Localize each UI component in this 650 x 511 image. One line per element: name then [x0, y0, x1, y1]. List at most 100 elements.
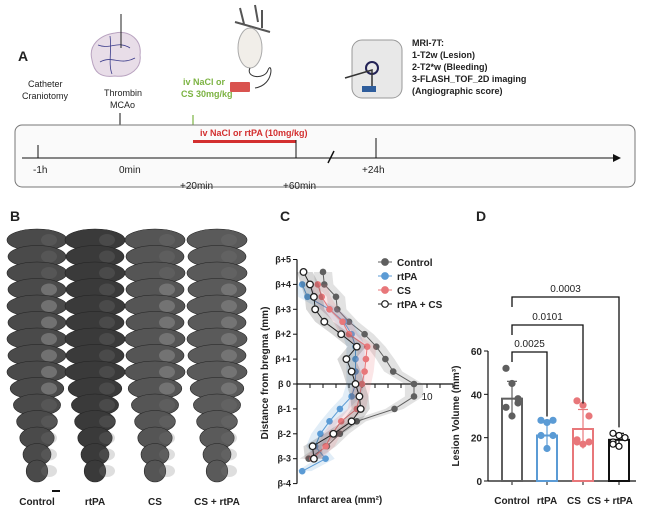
c-data-point [362, 355, 370, 363]
panel-b-brain-slices: B Control rtPA CS CS + rtPA [6, 208, 248, 508]
scale-bar [52, 490, 60, 492]
lesion-region [41, 432, 57, 444]
catheter-label-2: Craniotomy [22, 91, 69, 101]
c-data-point [326, 418, 333, 425]
lesion-region [99, 283, 115, 296]
lesion-region [99, 448, 115, 461]
d-data-point [621, 434, 629, 442]
time-60min: +60min [283, 181, 316, 192]
thrombin-label-2: MCAo [110, 100, 135, 110]
brain-slice [25, 459, 49, 483]
c-data-point [352, 355, 359, 363]
c-data-point [337, 330, 346, 339]
lesion-region [99, 415, 115, 428]
lesion-region [221, 432, 237, 444]
lesion-region [221, 399, 237, 411]
d-significance-bracket [511, 296, 620, 428]
c-data-point [391, 405, 398, 413]
lesion-region [99, 300, 115, 312]
lesion-region [99, 465, 115, 477]
d-y-tick-label: 20 [471, 434, 483, 445]
c-y-tick-label: β+5 [275, 255, 291, 265]
c-y-tick-label: β-4 [278, 479, 292, 489]
lesion-region [41, 366, 57, 378]
c-data-point [318, 293, 326, 301]
c-data-point [320, 317, 329, 326]
c-data-point [410, 393, 418, 400]
c-x-tick-label: 10 [421, 392, 433, 403]
c-y-tick-label: β+3 [275, 304, 291, 314]
c-data-point [336, 430, 344, 438]
lesion-region [221, 250, 237, 263]
lesion-region [221, 267, 237, 279]
panel-c-infarct-profile: C Distance from bregma (mm) Infarct area… [260, 208, 454, 506]
d-p-value: 0.0025 [514, 339, 545, 350]
c-data-point [309, 292, 318, 301]
c-data-point [334, 306, 341, 313]
lesion-region [99, 366, 115, 378]
c-y-tick-label: β-1 [278, 404, 292, 414]
c-data-point [329, 429, 338, 438]
lesion-region [41, 250, 57, 263]
brain-illustration [90, 14, 141, 77]
c-y-tick-label: β+2 [275, 329, 291, 339]
c-y-tick-label: β-2 [278, 429, 292, 439]
c-data-point [326, 306, 333, 313]
iv-rtpa-label: iv NaCl or rtPA (10mg/kg) [200, 128, 308, 138]
lesion-region [41, 382, 57, 395]
lesion-region [221, 234, 237, 246]
d-p-value: 0.0003 [550, 284, 581, 295]
c-data-point [299, 268, 308, 276]
c-data-point [309, 454, 318, 463]
lesion-region [159, 465, 175, 477]
group-label-cs: CS [148, 497, 162, 508]
c-legend-label: Control [397, 258, 433, 269]
mri-line-3: 2-T2*w (Bleeding) [412, 62, 488, 72]
d-data-point [573, 438, 581, 446]
c-sem-band-0 [299, 271, 424, 459]
time-break-mark [327, 150, 335, 164]
d-y-tick-label: 40 [471, 390, 483, 401]
c-y-tick-label: β+4 [275, 279, 291, 289]
lesion-region [41, 349, 57, 362]
c-data-point [311, 305, 320, 314]
mri-line-4: 3-FLASH_TOF_2D imaging [412, 74, 526, 84]
group-label-control: Control [19, 497, 55, 508]
c-data-point [351, 380, 360, 388]
c-data-point [355, 392, 364, 401]
catheter-label-1: Catheter [28, 79, 63, 89]
lesion-region [159, 283, 175, 296]
mri-line-1: MRI-7T: [412, 38, 444, 48]
lesion-region [41, 316, 57, 329]
d-data-point [615, 442, 623, 450]
c-legend-label: CS [397, 286, 411, 297]
lesion-region [41, 300, 57, 312]
mri-line-2: 1-T2w (Lesion) [412, 50, 475, 60]
d-data-point [573, 397, 581, 405]
c-data-point [363, 343, 371, 350]
d-data-point [514, 395, 522, 403]
lesion-region [41, 415, 57, 428]
d-data-point [609, 440, 617, 448]
d-data-point [502, 364, 510, 372]
c-data-point [361, 368, 368, 375]
iv-cs-label-2: CS 30mg/kg [181, 89, 233, 99]
d-x-tick-label: CS + rtPA [587, 496, 633, 507]
brain-slice [205, 459, 229, 483]
timeline-box [14, 124, 636, 188]
d-data-point [615, 431, 623, 440]
rtpa-infusion-bar [193, 140, 296, 143]
c-sem-band-3 [297, 271, 370, 459]
c-data-point [347, 417, 356, 426]
c-legend-label: rtPA [397, 272, 417, 283]
d-significance-bracket [511, 324, 584, 404]
d-y-tick-label: 60 [471, 347, 483, 358]
c-data-point [352, 342, 361, 351]
lesion-region [99, 349, 115, 362]
c-data-point [304, 293, 311, 301]
c-y-axis-label: Distance from bregma (mm) [260, 307, 271, 440]
c-data-point [298, 281, 306, 288]
d-x-tick-label: rtPA [537, 496, 557, 507]
c-y-tick-label: β+1 [275, 354, 291, 364]
d-data-point [579, 440, 587, 448]
